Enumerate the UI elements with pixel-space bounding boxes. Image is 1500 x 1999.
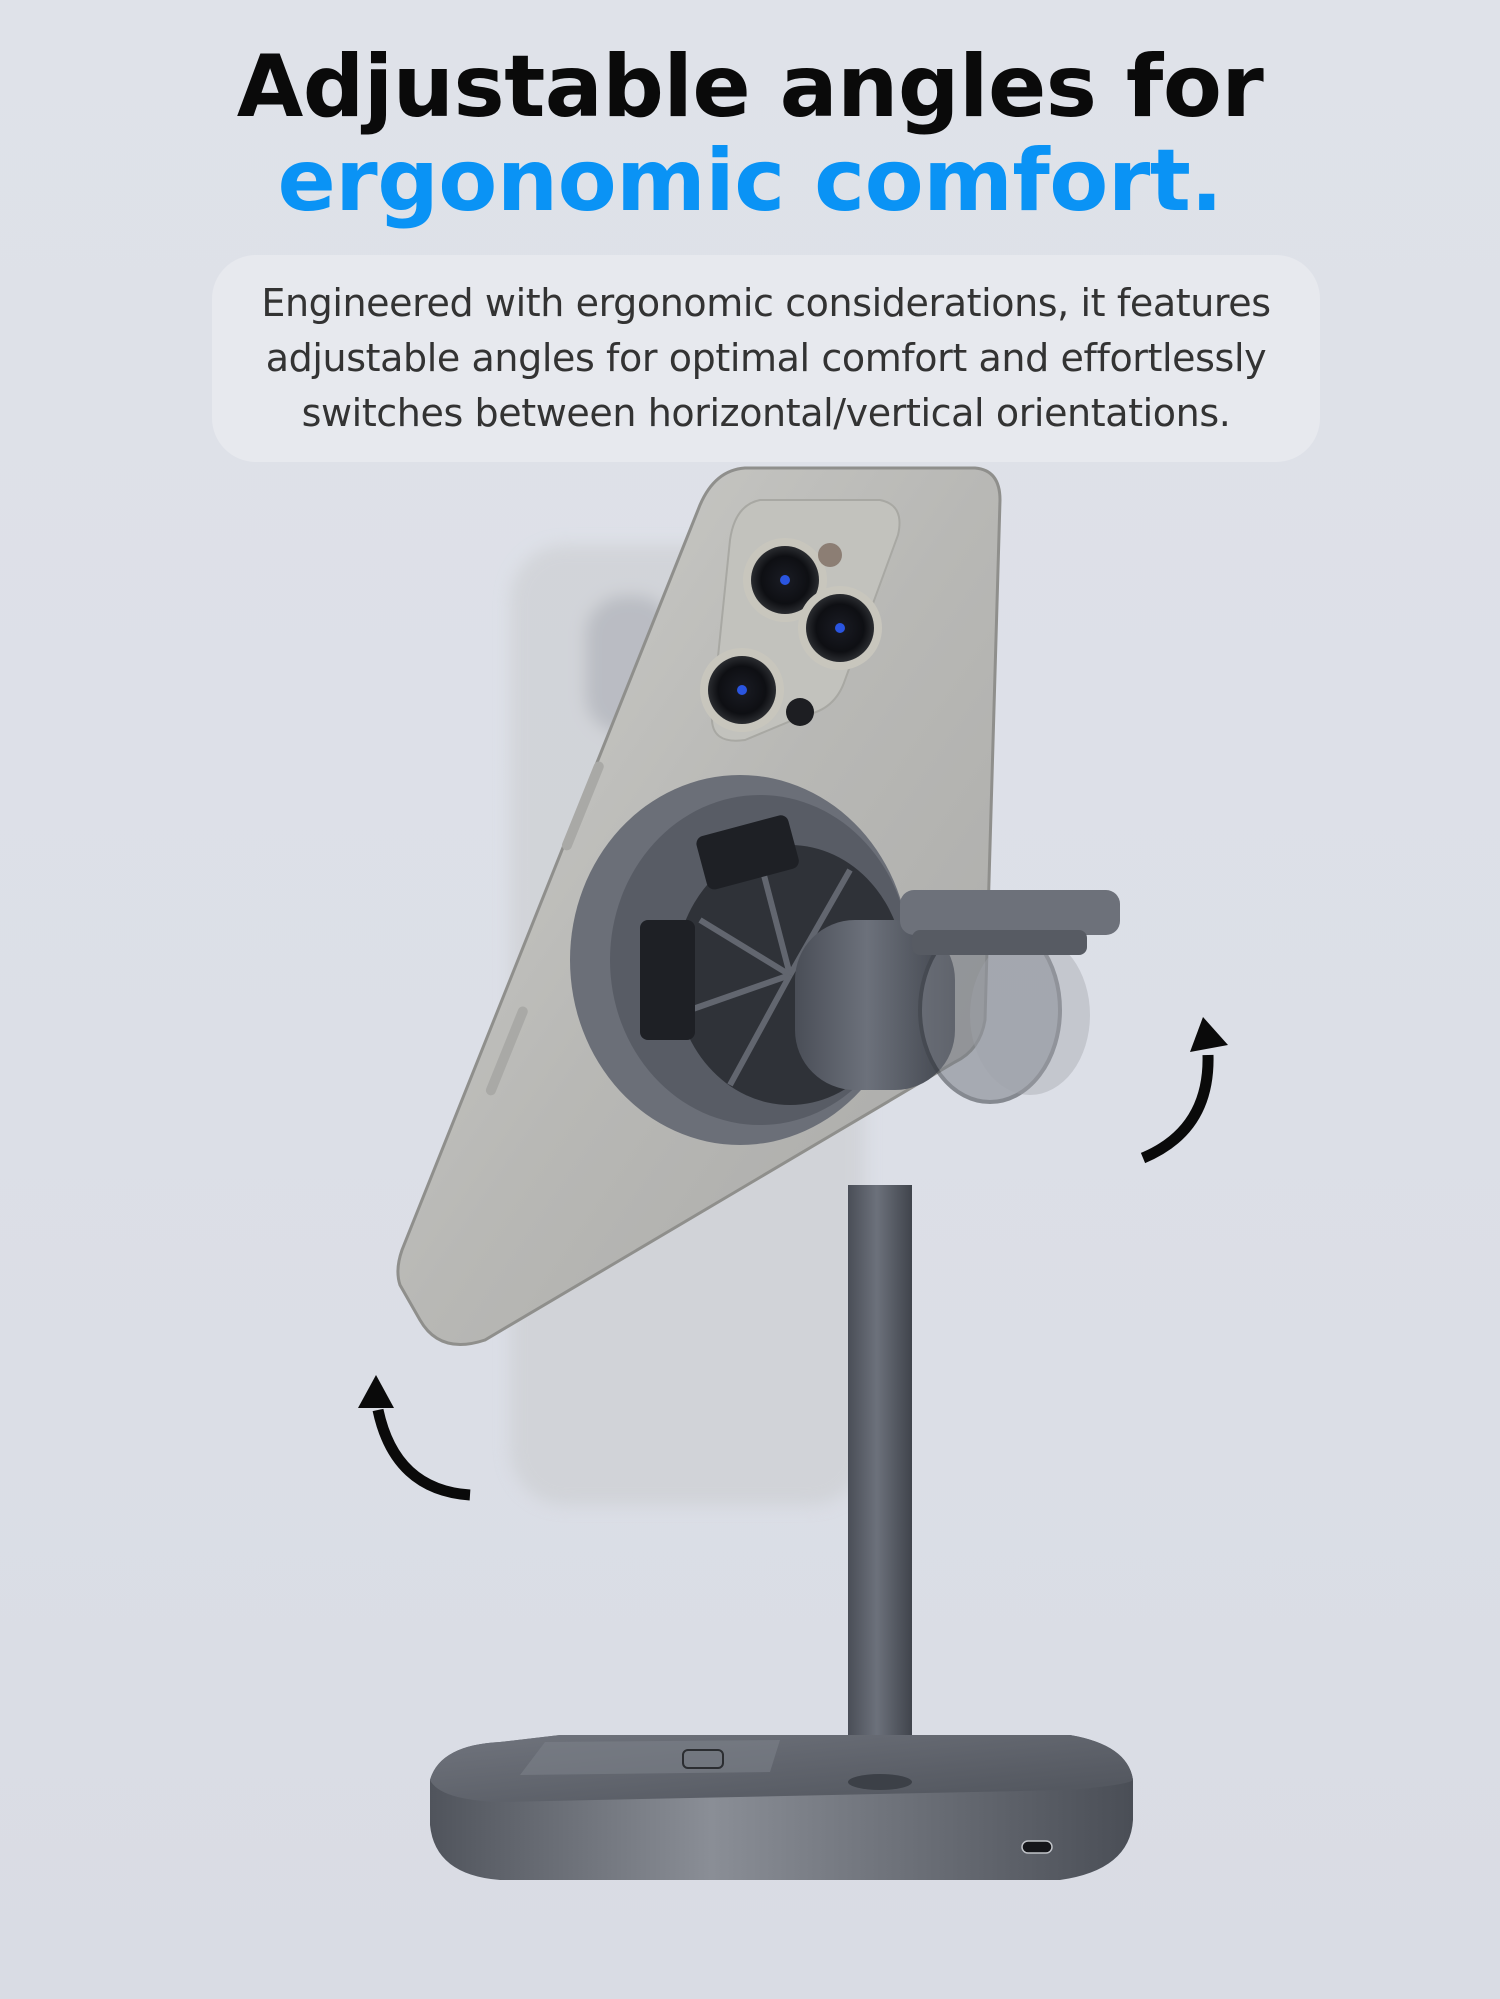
pivot-joint <box>795 890 1120 1104</box>
brand-logo <box>682 1749 724 1769</box>
rotate-clockwise-arrow <box>1140 1017 1228 1164</box>
headline-line-1: Adjustable angles for <box>236 37 1264 137</box>
description-card: Engineered with ergonomic considerations… <box>212 255 1320 462</box>
stand-base <box>430 1735 1133 1880</box>
usb-c-port <box>1021 1840 1053 1854</box>
rotate-counterclockwise-arrow <box>358 1375 471 1501</box>
headline-line-2-accent: ergonomic comfort. <box>277 131 1223 231</box>
headline: Adjustable angles for ergonomic comfort. <box>0 40 1500 228</box>
description-text: Engineered with ergonomic considerations… <box>261 281 1271 435</box>
camera-lenses <box>700 538 882 732</box>
stand-pole <box>848 1185 912 1780</box>
